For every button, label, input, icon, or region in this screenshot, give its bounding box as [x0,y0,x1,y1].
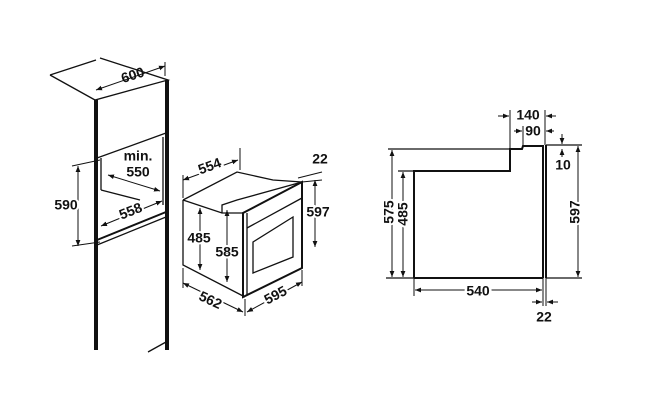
label-554: 554 [196,154,224,177]
label-597-side: 597 [567,200,583,224]
dim-562-line [182,282,244,313]
label-90: 90 [525,123,541,139]
label-590: 590 [54,197,78,213]
label-10: 10 [555,157,571,173]
dim-550-line [107,174,161,192]
label-585: 585 [215,244,239,260]
dim-558-line [100,200,163,227]
label-485-oven: 485 [187,230,211,246]
oven-dimensions: 554 22 597 485 585 562 595 [182,148,332,316]
dim-554-line [182,159,239,181]
label-550: 550 [126,164,150,180]
label-22-oven: 22 [312,151,328,167]
dim-595-line [246,281,303,313]
cabinet-drawing [49,57,171,353]
label-min: min. [124,148,153,164]
label-562: 562 [197,288,225,312]
label-485-side: 485 [395,202,411,226]
label-558: 558 [117,199,145,223]
dim-600-line [95,65,166,91]
side-view-dimensions: 575 485 597 540 22 140 90 10 [379,107,585,325]
side-view-drawing [386,144,582,279]
label-597-oven: 597 [306,204,330,220]
label-540: 540 [466,283,490,299]
label-22-side: 22 [536,309,552,325]
label-600: 600 [119,63,146,86]
label-140: 140 [516,107,540,123]
label-575: 575 [381,200,397,224]
